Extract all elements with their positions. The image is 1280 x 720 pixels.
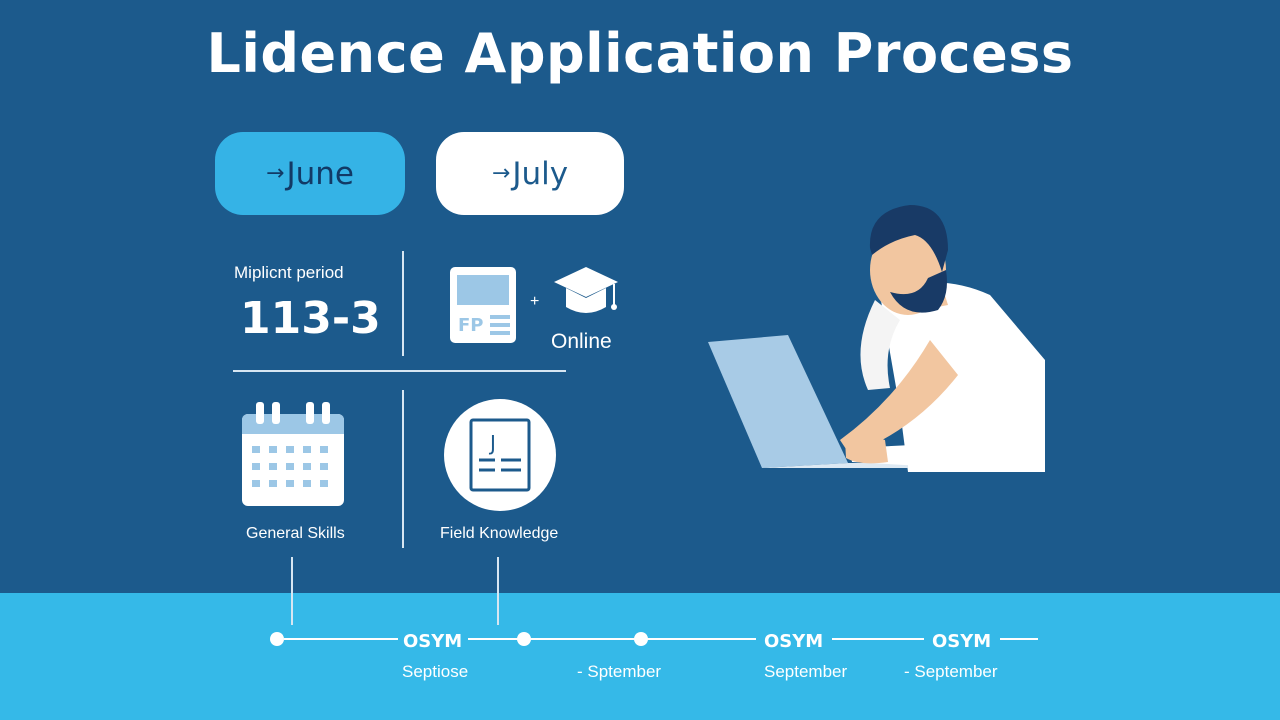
arrow-right-icon: → <box>266 161 285 186</box>
july-button-label: July <box>512 155 569 192</box>
timeline-date: Septiose <box>402 662 469 681</box>
document-icon-text: J <box>488 431 496 455</box>
connector-line-skills <box>291 557 293 625</box>
field-knowledge-label: Field Knowledge <box>440 525 559 542</box>
plus-sign: + <box>530 293 540 310</box>
timeline-label-osym: OSYM <box>932 631 992 652</box>
timeline-date: - Sptember <box>577 662 662 681</box>
grid-divider-vertical-bottom <box>402 390 404 548</box>
graduation-cap-icon <box>554 267 618 313</box>
form-icon: FP <box>450 267 516 343</box>
timeline-label-osym: OSYM <box>403 631 463 652</box>
person-laptop-illustration <box>708 205 1045 472</box>
period-label: Miplicnt period <box>234 263 344 282</box>
grid-divider-vertical-top <box>402 251 404 356</box>
period-value: 113-3 <box>240 293 381 344</box>
online-label: Online <box>551 330 612 353</box>
form-icon-text: FP <box>458 315 484 336</box>
timeline-node <box>634 632 648 646</box>
timeline-date: September <box>764 662 848 681</box>
calendar-icon <box>242 402 344 506</box>
connector-line-field <box>497 557 499 625</box>
general-skills-label: General Skills <box>246 525 345 542</box>
june-button[interactable]: → June <box>215 132 405 215</box>
timeline-label-osym: OSYM <box>764 631 824 652</box>
document-icon: J <box>444 399 556 511</box>
timeline-date: - September <box>904 662 998 681</box>
grid-divider-horizontal <box>233 370 566 372</box>
timeline-band <box>0 593 1280 720</box>
timeline-node <box>517 632 531 646</box>
timeline-node <box>270 632 284 646</box>
page-title: Lidence Application Process <box>206 22 1074 85</box>
arrow-right-icon: → <box>491 161 511 186</box>
timeline-track <box>270 632 1038 646</box>
july-button[interactable]: → July <box>436 132 624 215</box>
june-button-label: June <box>286 155 354 192</box>
